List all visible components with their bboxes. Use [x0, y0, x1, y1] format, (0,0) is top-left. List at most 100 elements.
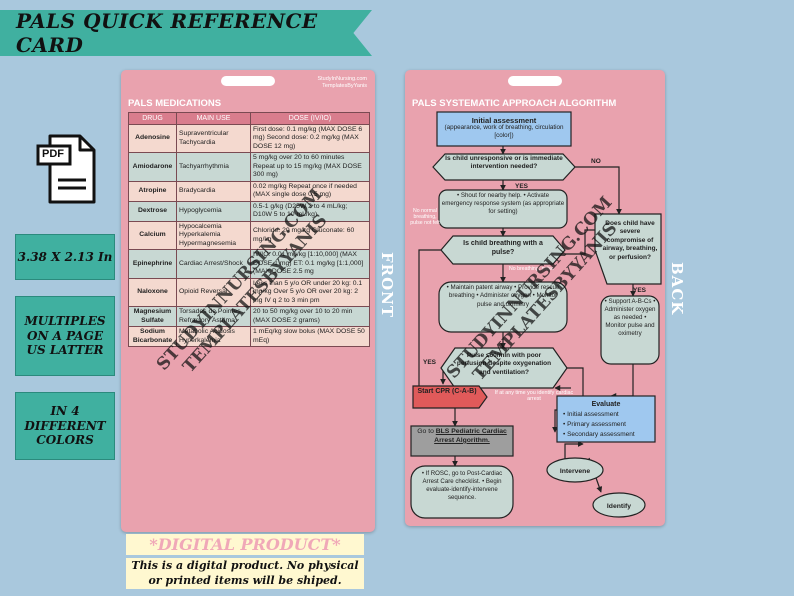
use-cell: Torsades de Pointes Refractory Asthma — [176, 306, 251, 328]
start-cpr-box — [412, 385, 488, 409]
medications-title: PALS MEDICATIONS — [128, 98, 222, 109]
dose-cell: Less than 5 y/o OR under 20 kg: 0.1 mg/k… — [250, 277, 370, 308]
credit-line-2: TemplatesByYanis — [322, 83, 367, 90]
front-card: StudyInNursing.com TemplatesByYanis PALS… — [121, 70, 375, 532]
use-cell: Metabolic Acidosis Hyperkalemia — [176, 326, 251, 348]
evaluate-item: • Secondary assessment — [563, 431, 635, 438]
intervene-oval — [546, 457, 604, 483]
dose-cell: IV/IO: 0.01 mg/kg [1:10,000] (MAX DOSE 1… — [250, 249, 370, 279]
use-cell: Opioid Reversal — [176, 277, 251, 308]
evaluate-item: • Primary assessment — [563, 421, 626, 428]
maintain-text: • Maintain patent airway • Provide rescu… — [446, 284, 560, 308]
use-cell: Tachyarrhythmia — [176, 152, 251, 182]
shout-for-help-box — [438, 189, 568, 229]
shout-text: • Shout for nearby help. • Activate emer… — [441, 192, 565, 216]
initial-assessment-title: Initial assessment — [472, 116, 537, 125]
bls-algorithm-link[interactable]: BLS Pediatric Cardiac Arrest Algorithm. — [434, 428, 507, 444]
question-breathing-pulse — [440, 235, 566, 265]
use-cell: Hypoglycemia — [176, 200, 251, 222]
identify-oval — [592, 492, 646, 518]
initial-assessment-body: (appearance, work of breathing, circulat… — [444, 124, 564, 139]
rosc-box — [410, 465, 514, 519]
header-main-use: MAIN USE — [176, 112, 251, 125]
q3-text: Pulse ≤60/min with poor perfusion despit… — [456, 352, 552, 376]
card-slot — [508, 76, 562, 86]
digital-product-disclaimer: This is a digital product. No physical o… — [126, 558, 364, 589]
breathing-pulse-note: No breathing, pulse — [509, 266, 554, 272]
connector — [573, 166, 622, 215]
header-drug: DRUG — [128, 112, 177, 125]
connector — [565, 227, 602, 255]
drug-cell: Atropine — [128, 180, 177, 202]
title-banner: PALS QUICK REFERENCE CARD — [0, 10, 372, 56]
pdf-file-icon: PDF — [36, 132, 100, 208]
initial-assessment-box — [436, 111, 572, 147]
support-abc-box — [600, 295, 660, 365]
drug-cell: Calcium — [128, 220, 177, 251]
algorithm-flowchart: Initial assessment (appearance, work of … — [410, 111, 662, 519]
q4-text: Does child have severe compromise of air… — [602, 220, 658, 261]
any-time-note: If at any time you identify cardiac arre… — [494, 390, 574, 403]
support-text: • Support A-B-Cs • Administer oxygen as … — [604, 298, 656, 338]
drug-cell: Epinephrine — [128, 249, 177, 279]
drug-cell: Dextrose — [128, 200, 177, 222]
drug-cell: Naloxone — [128, 277, 177, 308]
go-bls-prefix: Go to — [417, 428, 434, 435]
size-badge: 3.38 X 2.13 In — [15, 234, 115, 280]
back-label: BACK — [668, 262, 686, 316]
yes-label: YES — [515, 183, 529, 190]
identify-text: Identify — [607, 503, 631, 510]
credit-line-1: StudyInNursing.com — [317, 76, 367, 82]
yes-label-2: YES — [423, 359, 437, 366]
evaluate-item: • Initial assessment — [563, 411, 619, 418]
no-label: NO — [591, 158, 601, 165]
table-header-row: DRUG MAIN USE DOSE (IV/IO) — [128, 112, 370, 125]
yes-label-3: YES — [633, 287, 647, 294]
start-cpr-text: Start CPR (C-A-B) — [417, 388, 477, 395]
go-to-bls-text: Go to BLS Pediatric Cardiac Arrest Algor… — [413, 428, 511, 446]
use-cell: Cardiac Arrest/Shock — [176, 249, 251, 279]
pdf-label: PDF — [42, 148, 64, 160]
algorithm-title: PALS SYSTEMATIC APPROACH ALGORITHM — [412, 98, 617, 109]
question-unresponsive — [432, 153, 576, 181]
question-severe-compromise — [594, 213, 662, 285]
banner-title: PALS QUICK REFERENCE CARD — [16, 9, 318, 57]
no-normal-breathing-note: No normal breathing, pulse not felt — [410, 208, 440, 227]
dose-cell: 0.02 mg/kg Repeat once if needed (MAX si… — [250, 180, 370, 202]
drug-cell: Magnesium Sulfate — [128, 306, 177, 328]
use-cell: Hypocalcemia Hyperkalemia Hypermagnesemi… — [176, 220, 251, 251]
drug-cell: Adenosine — [128, 123, 177, 154]
dose-cell: Chloride: 20 mg/kg Gluconate: 60 mg/kg — [250, 220, 370, 251]
multiples-badge: MULTIPLES ON A PAGE US LATTER — [15, 296, 115, 376]
intervene-text: Intervene — [560, 468, 590, 475]
digital-product-heading: *DIGITAL PRODUCT* — [126, 534, 364, 555]
drug-cell: Sodium Bicarbonate — [128, 326, 177, 348]
front-label: FRONT — [378, 252, 396, 319]
card-slot — [221, 76, 275, 86]
connector — [418, 249, 441, 395]
card-credit: StudyInNursing.com TemplatesByYanis — [317, 76, 367, 90]
rosc-text: • If ROSC, go to Post-Cardiac Arrest Car… — [421, 470, 503, 501]
evaluate-box — [556, 395, 656, 443]
go-to-bls-box — [410, 425, 514, 457]
dose-cell: 20 to 50 mg/kg over 10 to 20 min (MAX DO… — [250, 306, 370, 328]
colors-badge: IN 4 DIFFERENT COLORS — [15, 392, 115, 460]
dose-cell: First dose: 0.1 mg/kg (MAX DOSE 6 mg) Se… — [250, 123, 370, 154]
dose-cell: 1 mEq/kg slow bolus (MAX DOSE 50 mEq) — [250, 326, 370, 348]
maintain-airway-box — [438, 281, 568, 333]
evaluate-title: Evaluate — [592, 401, 621, 408]
back-card: PALS SYSTEMATIC APPROACH ALGORITHM — [405, 70, 665, 526]
dose-cell: 5 mg/kg over 20 to 60 minutes Repeat up … — [250, 152, 370, 182]
q2-text: Is child breathing with a pulse? — [463, 240, 543, 256]
